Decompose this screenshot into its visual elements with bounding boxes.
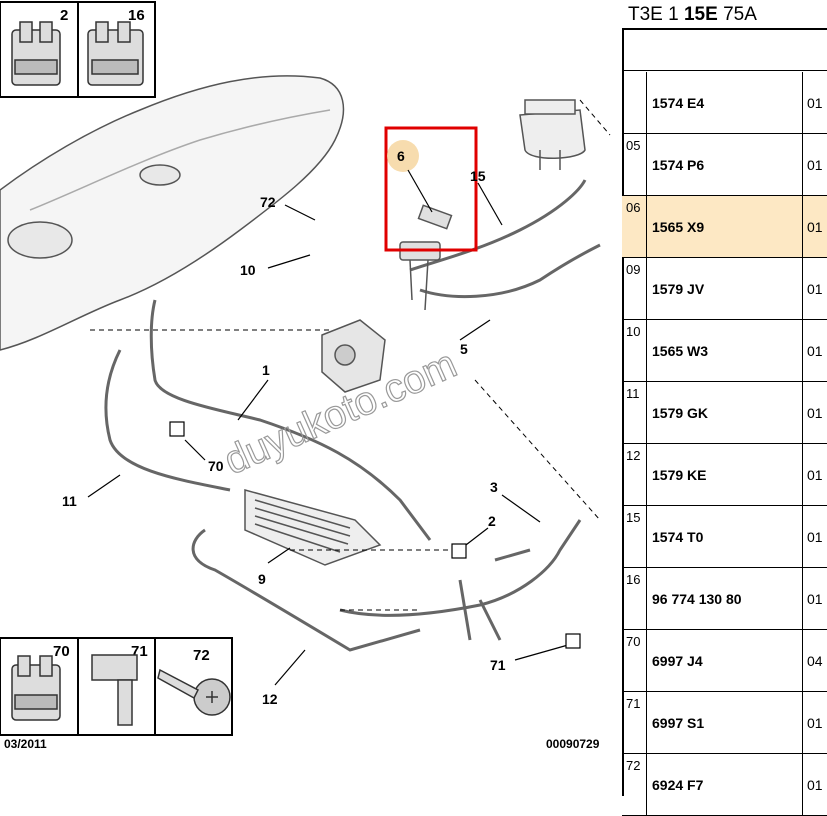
- part-row-index: 06: [622, 196, 647, 257]
- fuel-cooler: [244, 489, 382, 566]
- part-row-7[interactable]: 15 1574 T0 01: [622, 506, 827, 568]
- part-row-quantity: 01: [802, 692, 827, 753]
- exploded-parts-diagram: 2 16: [0, 1, 611, 751]
- part-row-index: 05: [622, 134, 647, 195]
- part-row-reference[interactable]: 1579 GK: [652, 405, 709, 421]
- fuel-tank: [0, 75, 345, 351]
- part-row-index: [622, 72, 647, 133]
- fuel-pump: [321, 319, 386, 393]
- part-row-reference[interactable]: 1574 T0: [652, 529, 704, 545]
- highlight-box-part-6: [384, 126, 478, 252]
- part-row-quantity: 01: [802, 320, 827, 381]
- part-row-reference[interactable]: 1574 E4: [652, 95, 705, 111]
- callout-6[interactable]: 6: [397, 148, 405, 164]
- callout-1[interactable]: 1: [262, 362, 270, 378]
- part-row-index: 09: [622, 258, 647, 319]
- part-row-1[interactable]: 05 1574 P6 01: [622, 134, 827, 196]
- inset-label-2[interactable]: 2: [60, 7, 68, 24]
- callout-5[interactable]: 5: [460, 341, 468, 357]
- clip-70-icon: [11, 655, 61, 721]
- part-row-reference[interactable]: 1574 P6: [652, 157, 705, 173]
- part-row-3[interactable]: 09 1579 JV 01: [622, 258, 827, 320]
- callout-3[interactable]: 3: [490, 479, 498, 495]
- part-row-4[interactable]: 10 1565 W3 01: [622, 320, 827, 382]
- parts-panel: T3E 1 15E 75A 1574 E4 01 05 1574 P6 01 06 1565…: [622, 0, 827, 816]
- clip-71-icon: [91, 654, 138, 726]
- part-row-quantity: 01: [802, 134, 827, 195]
- inset-label-16[interactable]: 16: [128, 7, 145, 24]
- callout-70[interactable]: 70: [208, 458, 224, 474]
- part-row-reference[interactable]: 1579 KE: [652, 467, 707, 483]
- fuel-filter: [519, 99, 586, 170]
- part-row-index: 70: [622, 630, 647, 691]
- clip-16-icon: [87, 21, 144, 86]
- title-suffix: 75A: [717, 4, 757, 25]
- title-prefix: T3E 1: [628, 4, 684, 25]
- panel-divider: [622, 30, 624, 796]
- part-row-index: 12: [622, 444, 647, 505]
- part-row-index: 11: [622, 382, 647, 443]
- fuel-lines: [104, 179, 601, 652]
- part-row-2[interactable]: 06 1565 X9 01: [622, 196, 827, 258]
- part-row-5[interactable]: 11 1579 GK 01: [622, 382, 827, 444]
- part-row-quantity: 01: [802, 754, 827, 815]
- part-row-quantity: 01: [802, 196, 827, 257]
- callout-2[interactable]: 2: [488, 513, 496, 529]
- part-row-quantity: 01: [802, 568, 827, 629]
- highlight-marker-part-6: [387, 140, 419, 172]
- screw-72-icon: [157, 668, 231, 716]
- part-row-8[interactable]: 16 96 774 130 80 01: [622, 568, 827, 630]
- part-row-reference[interactable]: 1565 X9: [652, 219, 705, 235]
- drawing-number: 00090729: [546, 737, 600, 751]
- dashed-leaders: [90, 99, 611, 611]
- part-row-reference[interactable]: 1565 W3: [652, 343, 709, 359]
- part-row-quantity: 01: [802, 506, 827, 567]
- part-row-index: 15: [622, 506, 647, 567]
- part-row-index: 10: [622, 320, 647, 381]
- callout-10[interactable]: 10: [240, 262, 256, 278]
- inset-top: 2 16: [0, 1, 156, 98]
- part-row-reference[interactable]: 6924 F7: [652, 777, 704, 793]
- part-row-index: 72: [622, 754, 647, 815]
- part-row-10[interactable]: 71 6997 S1 01: [622, 692, 827, 754]
- callout-12[interactable]: 12: [262, 691, 278, 707]
- part-row-9[interactable]: 70 6997 J4 04: [622, 630, 827, 692]
- part-row-quantity: 01: [802, 382, 827, 443]
- callout-71[interactable]: 71: [490, 657, 506, 673]
- parts-panel-title: T3E 1 15E 75A: [622, 0, 827, 30]
- inset-label-70[interactable]: 70: [53, 643, 70, 660]
- callout-leaders: [87, 169, 569, 686]
- part-row-quantity: 01: [802, 72, 827, 133]
- clip-markers: [169, 421, 581, 649]
- part-row-reference[interactable]: 1579 JV: [652, 281, 705, 297]
- part-row-index: 16: [622, 568, 647, 629]
- part-row-quantity: 01: [802, 444, 827, 505]
- part-row-reference[interactable]: 6997 S1: [652, 715, 705, 731]
- part-row-reference[interactable]: 6997 J4: [652, 653, 703, 669]
- part-row-quantity: 04: [802, 630, 827, 691]
- part-row-index: 71: [622, 692, 647, 753]
- date-code: 03/2011: [4, 737, 47, 751]
- part-row-quantity: 01: [802, 258, 827, 319]
- inset-label-72[interactable]: 72: [193, 647, 210, 664]
- callout-15[interactable]: 15: [470, 168, 486, 184]
- inset-bottom: 70 71 72: [0, 637, 233, 736]
- title-bold: 15E: [683, 4, 718, 25]
- part-row-6[interactable]: 12 1579 KE 01: [622, 444, 827, 506]
- part-row-11[interactable]: 72 6924 F7 01: [622, 754, 827, 816]
- part-row-reference[interactable]: 96 774 130 80: [652, 591, 742, 607]
- parts-panel-header-blank: [622, 30, 827, 71]
- callout-72[interactable]: 72: [260, 194, 276, 210]
- callout-11[interactable]: 11: [62, 493, 77, 509]
- callout-9[interactable]: 9: [258, 571, 266, 587]
- clip-2-icon: [11, 21, 61, 86]
- part-row-0[interactable]: 1574 E4 01: [622, 72, 827, 134]
